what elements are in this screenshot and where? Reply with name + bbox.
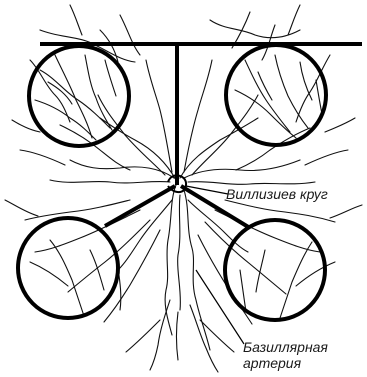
basilar-artery-label-line2: артерия [243,355,328,371]
willis-circle-label: Виллизиев круг [226,186,328,202]
left-arm [105,186,175,226]
basilar-pointer [196,270,244,344]
circle-upper-left [29,46,129,146]
circle-lower-left [18,218,118,318]
basilar-artery-label: Базиллярная артерия [243,339,328,371]
basilar-artery-label-line1: Базиллярная [243,339,328,355]
